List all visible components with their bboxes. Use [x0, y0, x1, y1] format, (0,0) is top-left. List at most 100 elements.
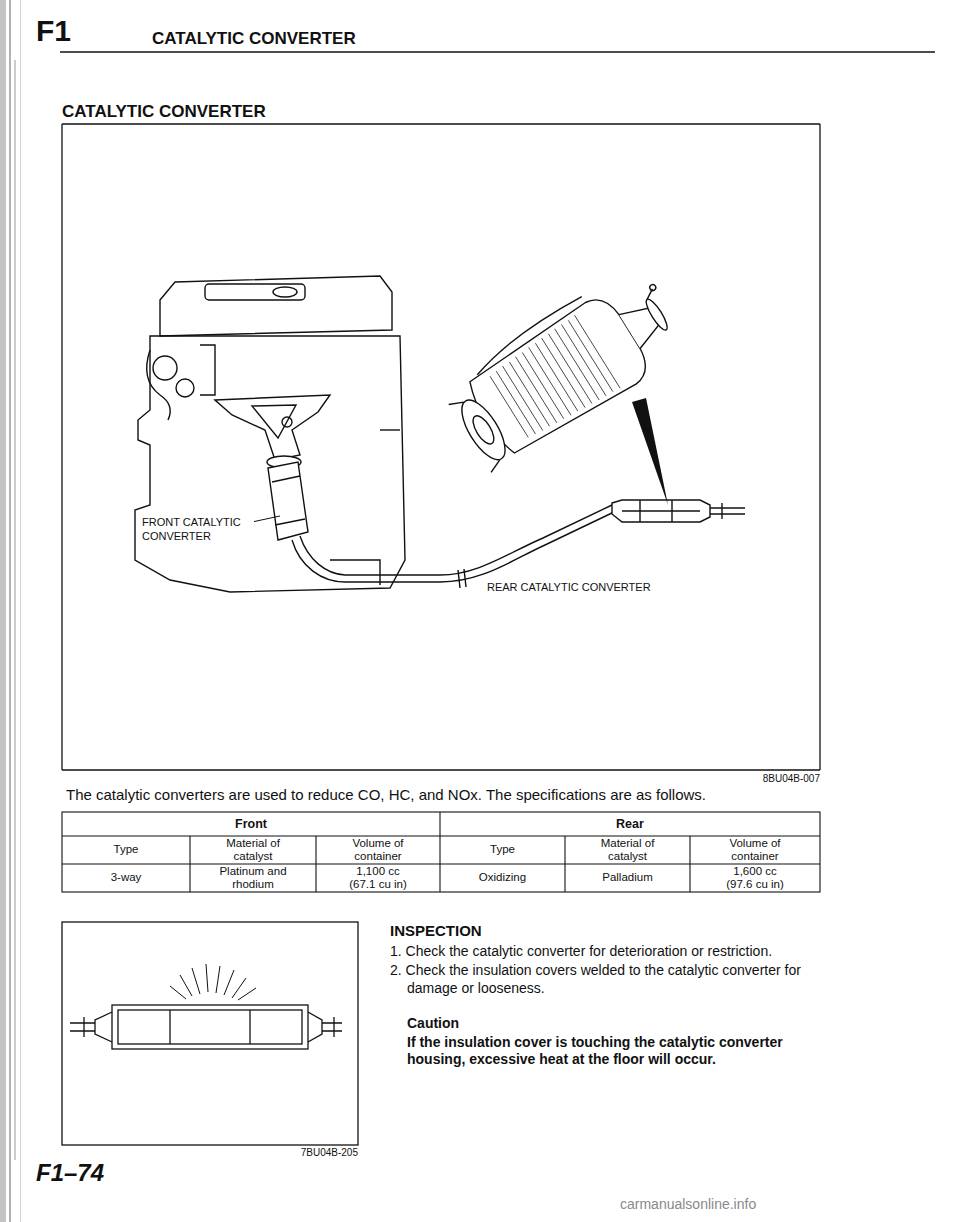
illustration-line — [710, 513, 745, 514]
page-number: F1–74 — [36, 1158, 104, 1188]
table-text: Platinum and rhodium — [218, 865, 288, 891]
illustration-path — [471, 296, 588, 375]
watermark: carmanualsonline.info — [620, 1196, 756, 1214]
illustration-rect — [20, 0, 21, 1222]
procedure-step: 2. Check the insulation covers welded to… — [390, 962, 835, 997]
illustration-circle — [282, 417, 292, 427]
illustration-path — [612, 500, 710, 522]
illustration-line — [522, 353, 563, 419]
illustration-line — [380, 429, 400, 430]
illustration-line — [249, 1010, 250, 1044]
body-text: The catalytic converters are used to red… — [66, 786, 846, 805]
illustration-line — [224, 970, 234, 995]
pointer-wedge — [632, 398, 668, 505]
illustration-rect — [62, 812, 820, 892]
illustration-path — [292, 512, 614, 582]
table-text: Volume of container — [720, 837, 790, 863]
illustration-rect — [14, 60, 16, 1160]
illustration-path — [95, 1012, 112, 1042]
table-cell: Rear — [440, 812, 820, 836]
illustration-rect — [205, 284, 305, 300]
illustration-ellipse — [643, 297, 671, 333]
illustration-line — [315, 836, 316, 892]
illustration-line — [60, 51, 935, 53]
table-text: 1,600 cc (97.6 cu in) — [720, 865, 790, 891]
table-cell: Material of catalyst — [190, 836, 316, 864]
figure-frame — [62, 124, 820, 770]
table-cell: Volume of container — [690, 836, 820, 864]
illustration-path — [135, 336, 405, 592]
figure-code: 7BU04B-205 — [238, 1147, 358, 1160]
illustration-line — [62, 835, 820, 836]
scan-binding-shadow — [0, 0, 21, 1222]
illustration-path — [308, 1012, 322, 1042]
illustration-path — [322, 1017, 342, 1037]
illustration-line — [488, 460, 503, 473]
illustration-line — [555, 329, 600, 400]
table-text: Volume of container — [343, 837, 413, 863]
table-cell: 1,600 cc (97.6 cu in) — [690, 864, 820, 892]
section-title: CATALYTIC CONVERTER — [62, 101, 266, 122]
illustration-ellipse — [273, 287, 297, 297]
inspection-block: INSPECTION1. Check the catalytic convert… — [390, 922, 835, 1069]
illustration-rect — [0, 0, 6, 1222]
table-text: 3-way — [111, 871, 142, 884]
illustration-line — [542, 338, 585, 408]
illustration-line — [564, 836, 565, 892]
spec-table — [62, 812, 820, 892]
part-label: FRONT CATALYTIC CONVERTER — [140, 515, 254, 545]
illustration-line — [710, 507, 745, 508]
illustration-line — [819, 124, 820, 770]
illustration-rect — [118, 1010, 302, 1044]
illustration-line — [206, 964, 208, 992]
illustration-line — [568, 320, 613, 391]
inspection-figure — [62, 922, 358, 1145]
table-text: Material of catalyst — [593, 837, 663, 863]
table-text: Type — [114, 843, 139, 856]
illustration-line — [62, 863, 820, 864]
illustration-line — [529, 347, 571, 415]
table-text: Oxidizing — [479, 871, 526, 884]
illustration-line — [216, 966, 220, 993]
table-header: Front — [235, 817, 267, 831]
section-heading: INSPECTION — [390, 922, 835, 941]
illustration-line — [62, 123, 820, 124]
illustration-line — [575, 315, 621, 388]
illustration-line — [238, 988, 256, 1000]
illustration-line — [496, 371, 535, 434]
illustration-line — [561, 325, 606, 396]
table-text: 1,100 cc (67.1 cu in) — [343, 865, 413, 891]
illustration-path — [300, 505, 612, 575]
section-code: F1 — [36, 12, 71, 50]
table-text: Material of catalyst — [218, 837, 288, 863]
table-cell: Type — [62, 836, 190, 864]
illustration-rect — [62, 922, 358, 1145]
illustration-circle — [153, 356, 177, 380]
caution-heading: Caution — [390, 1015, 835, 1033]
leader-line — [252, 516, 280, 522]
illustration-line — [180, 975, 192, 996]
engine-drawing — [135, 276, 405, 592]
table-cell: 3-way — [62, 864, 190, 892]
illustration-circle — [176, 379, 194, 397]
table-cell: 1,100 cc (67.1 cu in) — [316, 864, 440, 892]
illustration-line — [232, 978, 246, 998]
table-cell: Palladium — [565, 864, 690, 892]
illustration-line — [61, 124, 62, 770]
figure-code: 8BU04B-007 — [700, 773, 820, 786]
illustration-circle — [649, 283, 657, 291]
table-text: Type — [490, 843, 515, 856]
table-cell: Type — [440, 836, 565, 864]
part-label: REAR CATALYTIC CONVERTER — [485, 580, 653, 596]
illustration-rect — [9, 0, 11, 1222]
illustration-g — [170, 964, 256, 1000]
illustration-line — [721, 503, 722, 519]
illustration-line — [535, 343, 577, 411]
illustration-g — [486, 315, 620, 443]
illustration-line — [275, 519, 305, 525]
illustration-line — [62, 769, 820, 770]
illustration-line — [689, 836, 690, 892]
illustration-path — [215, 395, 330, 460]
enlarged-converter — [437, 260, 694, 474]
